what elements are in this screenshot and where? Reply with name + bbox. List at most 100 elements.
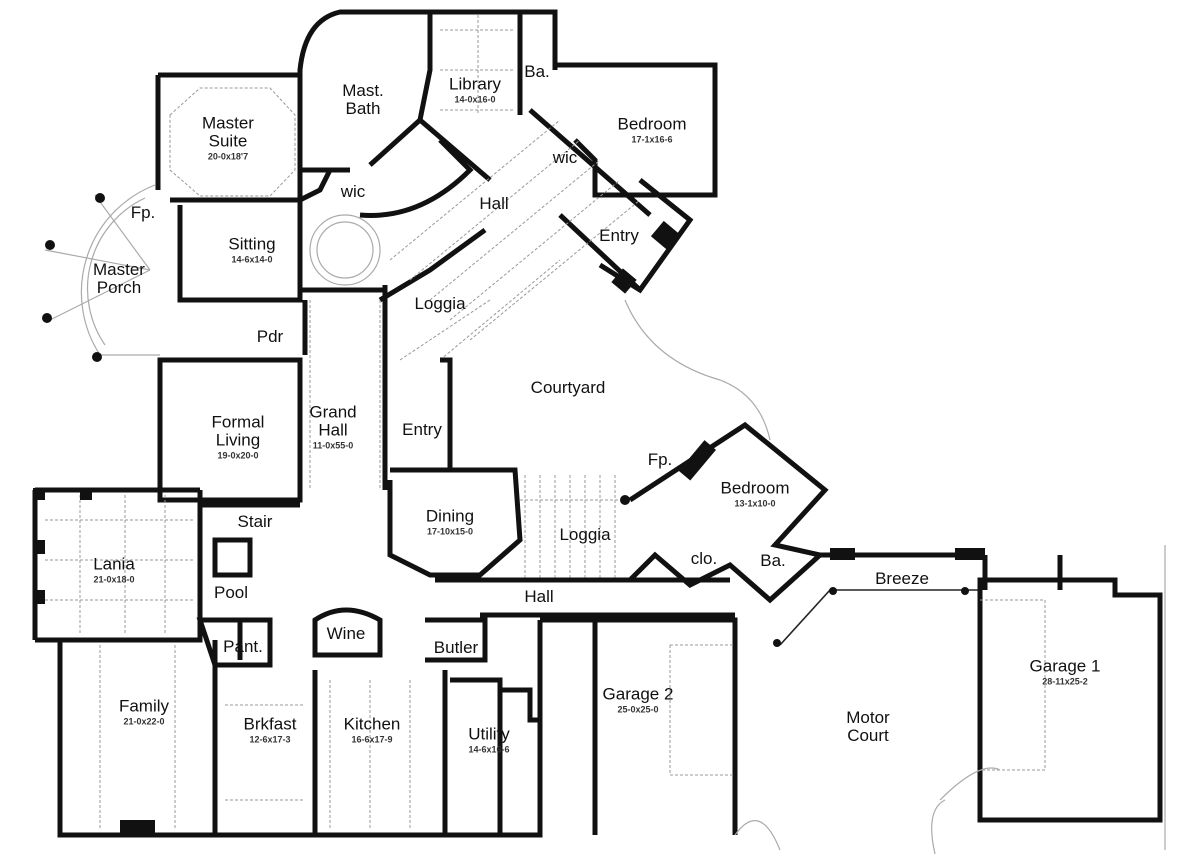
room-name: Lania [93,554,135,574]
room-dimensions: 21-0x22-0 [123,716,165,727]
room-name: Bedroom [720,478,790,498]
room-courtyard: Courtyard [531,379,606,397]
room-name-line2: Suite [208,131,248,151]
room-dimensions: 14-6x16-6 [468,744,510,755]
room-fp-bedroom: Fp. [648,451,673,469]
room-ba-top: Ba. [524,63,550,81]
room-name-line2: Bath [345,99,381,118]
room-hall-mid: Hall [524,588,553,606]
room-name: Utility [468,724,510,744]
room-entry-mid: Entry [402,421,442,439]
room-dimensions: 11-0x55-0 [312,440,354,451]
room-dimensions: 25-0x25-0 [617,704,659,715]
room-name-line1: Formal [211,412,265,432]
room-garage-2: Garage 2 25-0x25-0 [603,685,674,714]
room-dimensions: 20-0x18'7 [207,151,249,162]
room-name: Breeze [875,569,929,589]
room-dimensions: 17-10x15-0 [426,526,474,537]
room-hall-top: Hall [479,195,508,213]
room-name: Ba. [524,62,550,82]
room-name: Pdr [256,327,284,347]
room-name: Brkfast [243,714,297,734]
room-dimensions: 28-11x25-2 [1042,676,1088,687]
room-name: Fp. [130,203,156,223]
room-dimensions: 13-1x10-0 [734,498,776,509]
room-name-line1: Grand [309,402,357,422]
room-name: Wine [326,624,366,644]
room-loggia-top: Loggia [414,295,465,313]
room-dimensions: 14-6x14-0 [231,254,273,265]
room-butler: Butler [434,639,478,657]
room-name: Kitchen [343,714,401,734]
room-name-line2: Living [215,430,261,450]
room-motor-court: Motor Court [846,709,889,745]
room-name: Pant. [223,637,263,657]
room-name-line1: Motor [846,708,890,728]
room-bedroom-ne: Bedroom 17-1x16-6 [618,115,687,144]
room-name: Fp. [647,450,673,470]
room-clo: clo. [691,550,717,568]
room-name: Library [449,74,501,94]
room-name: Bedroom [617,114,687,134]
room-name: Ba. [760,551,786,571]
room-master-porch: Master Porch [93,261,145,297]
room-name: Garage 1 [1029,656,1101,676]
room-name-line1: Mast. [342,81,384,101]
room-name: wic [552,148,578,168]
room-utility: Utility 14-6x16-6 [468,725,510,754]
room-ba-mid: Ba. [760,552,786,570]
room-dimensions: 21-0x18-0 [93,574,135,585]
room-pant: Pant. [223,638,263,656]
room-name: Courtyard [530,378,606,398]
room-name: wic [340,182,366,202]
room-formal-living: Formal Living 19-0x20-0 [212,413,265,460]
room-stair: Stair [238,513,273,531]
room-name-line1: Master [202,113,254,133]
room-lania: Lania 21-0x18-0 [93,555,135,584]
room-entry-ne: Entry [599,227,639,245]
room-loggia-mid: Loggia [559,526,610,544]
room-garage-1: Garage 1 28-11x25-2 [1030,657,1101,686]
room-name: Family [118,696,170,716]
room-master-suite: Master Suite 20-0x18'7 [202,114,254,161]
room-name-line1: Master [93,260,145,280]
room-dimensions: 19-0x20-0 [217,450,259,461]
room-dimensions: 16-6x17-9 [351,734,393,745]
room-name: Hall [479,194,509,214]
room-breeze: Breeze [875,570,929,588]
room-name: Loggia [414,294,466,314]
room-name: Entry [402,420,442,440]
room-dimensions: 12-6x17-3 [249,734,291,745]
room-name: Hall [524,587,554,607]
room-name-line2: Court [847,726,889,745]
room-wic-master: wic [341,183,366,201]
room-wic-bedroom: wic [553,149,578,167]
room-dimensions: 17-1x16-6 [631,134,673,145]
room-dining: Dining 17-10x15-0 [426,507,474,536]
room-name: Dining [425,506,475,526]
room-family: Family 21-0x22-0 [119,697,169,726]
room-name: Entry [599,226,639,246]
room-name: Pool [213,583,249,603]
room-name: Butler [433,638,479,658]
room-name-line2: Hall [318,420,348,440]
room-grand-hall: Grand Hall 11-0x55-0 [309,403,356,450]
room-wine: Wine [327,625,366,643]
room-name: Stair [237,512,273,532]
room-kitchen: Kitchen 16-6x17-9 [344,715,401,744]
room-mast-bath: Mast. Bath [342,82,384,118]
room-name-line2: Porch [96,278,142,297]
room-pool: Pool [214,584,248,602]
room-dimensions: 14-0x16-0 [454,94,496,105]
room-name: Garage 2 [602,684,674,704]
room-bedroom-se: Bedroom 13-1x10-0 [721,479,790,508]
room-brkfast: Brkfast 12-6x17-3 [244,715,297,744]
room-library: Library 14-0x16-0 [449,75,501,104]
room-name: clo. [690,549,718,569]
room-name: Sitting [228,234,276,254]
room-fp-master: Fp. [131,204,156,222]
room-sitting: Sitting 14-6x14-0 [228,235,275,264]
master-porch-outline [42,184,160,362]
